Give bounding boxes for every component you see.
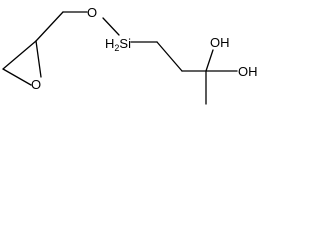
bond-ch2-ch2 bbox=[156, 41, 183, 72]
epoxide-bond-c-o bbox=[2, 68, 32, 86]
epoxide-bond-c-c bbox=[2, 40, 37, 70]
bond-ring-ch2 bbox=[35, 11, 64, 42]
bond-carbon-hydroxyl-top bbox=[205, 49, 214, 72]
hydroxyl-bottom-label: OH bbox=[238, 64, 258, 79]
chemical-structure: O O H2Si OH OH bbox=[2, 5, 258, 105]
epoxide-bond-c2-o bbox=[35, 40, 42, 78]
bond-ether-oxygen-silicon bbox=[102, 17, 120, 36]
silicon-label: H2Si bbox=[105, 36, 131, 53]
ether-oxygen-label: O bbox=[87, 5, 97, 20]
silicon-hydrogen-label: H bbox=[105, 36, 114, 51]
silicon-hydrogen-count: 2 bbox=[114, 43, 119, 53]
silicon-symbol-label: Si bbox=[119, 36, 131, 51]
ring-oxygen-label: O bbox=[31, 77, 41, 92]
hydroxyl-top-label: OH bbox=[210, 35, 230, 50]
